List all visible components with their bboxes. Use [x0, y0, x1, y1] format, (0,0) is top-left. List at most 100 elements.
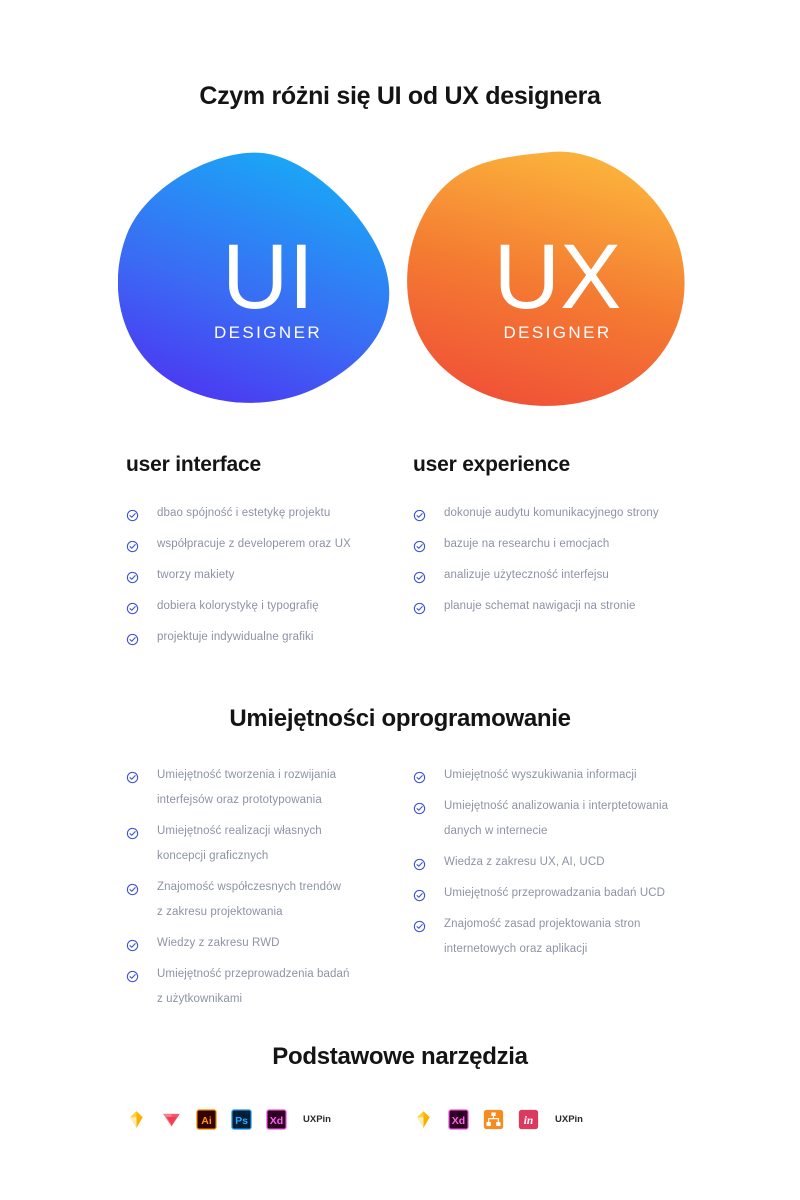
skill-line-2: z zakresu projektowania [157, 906, 283, 918]
skill-line-1: Wiedzy z zakresu RWD [157, 937, 280, 949]
svg-text:Ps: Ps [235, 1115, 248, 1127]
adobe-xd-icon[interactable]: Xd [448, 1109, 469, 1130]
skills-lists: Umiejętność tworzenia i rozwijania inter… [0, 769, 800, 1005]
ui-skills-list: Umiejętność tworzenia i rozwijania inter… [126, 769, 426, 1024]
page-title: Czym różni się UI od UX designera [199, 82, 601, 110]
ux-tools-list: Xd in UXPin [413, 1109, 583, 1130]
check-circle-icon [126, 827, 139, 840]
check-circle-icon [413, 509, 426, 522]
list-item-label: Znajomość współczesnych trendów z zakres… [157, 875, 341, 925]
ui-designer-blob: UI DESIGNER [118, 149, 394, 409]
list-item-label: Wiedza z zakresu UX, AI, UCD [444, 850, 605, 875]
uxpin-wordmark[interactable]: UXPin [303, 1114, 331, 1125]
list-item-label: analizuje użyteczność interfejsu [444, 569, 609, 581]
check-circle-icon [126, 771, 139, 784]
list-item-label: planuje schemat nawigacji na stronie [444, 600, 636, 612]
user-interface-heading: user interface [126, 453, 261, 476]
check-circle-icon [413, 571, 426, 584]
skill-line-2: z użytkownikami [157, 993, 243, 1005]
list-item-label: dobiera kolorystykę i typografię [157, 600, 319, 612]
list-item-label: współpracuje z developerem oraz UX [157, 538, 351, 550]
svg-text:in: in [524, 1115, 533, 1127]
ux-blob-shape [407, 151, 685, 406]
list-item: projektuje indywidualne grafiki [126, 631, 426, 650]
list-item-label: dokonuje audytu komunikacyjnego strony [444, 507, 659, 519]
check-circle-icon [413, 920, 426, 933]
list-item: Umiejętność wyszukiwania informacji [413, 769, 713, 788]
svg-text:Ai: Ai [201, 1115, 212, 1127]
ux-designer-blob: UX DESIGNER [405, 149, 690, 409]
skill-line-2: koncepcji graficznych [157, 850, 269, 862]
list-item-label: dbao spójność i estetykę projektu [157, 507, 331, 519]
infographic-page: Czym różni się UI od UX designera UI DES… [0, 82, 800, 1200]
skills-heading: Umiejętności oprogramowanie [229, 705, 571, 732]
check-circle-icon [126, 509, 139, 522]
list-item: dobiera kolorystykę i typografię [126, 600, 426, 619]
list-item-label: Umiejętność tworzenia i rozwijania inter… [157, 763, 336, 813]
skill-line-1: Umiejętność analizowania i interptetowan… [444, 800, 669, 812]
list-item-label: Umiejętność analizowania i interptetowan… [444, 794, 668, 844]
role-lists: dbao spójność i estetykę projektu współp… [0, 507, 800, 647]
list-item-label: projektuje indywidualne grafiki [157, 631, 314, 643]
skill-line-1: Umiejętność przeprowadzenia badań [157, 968, 350, 980]
sketch-icon[interactable] [126, 1109, 147, 1130]
check-circle-icon [126, 602, 139, 615]
uxpin-wordmark[interactable]: UXPin [555, 1114, 583, 1125]
sketch-icon[interactable] [413, 1109, 434, 1130]
list-item: planuje schemat nawigacji na stronie [413, 600, 713, 619]
check-circle-icon [413, 540, 426, 553]
axure-sitemap-icon[interactable] [483, 1109, 504, 1130]
list-item: dokonuje audytu komunikacyjnego strony [413, 507, 713, 526]
skill-line-1: Umiejętność tworzenia i rozwijania [157, 769, 337, 781]
list-item-label: Znajomość zasad projektowania stron inte… [444, 912, 641, 962]
ux-skills-list: Umiejętność wyszukiwania informacji Umie… [413, 769, 713, 974]
adobe-illustrator-icon[interactable]: Ai [196, 1109, 217, 1130]
list-item: analizuje użyteczność interfejsu [413, 569, 713, 588]
list-item-label: Umiejętność przeprowadzenia badań z użyt… [157, 962, 350, 1012]
check-circle-icon [413, 889, 426, 902]
blob-row: UI DESIGNER UX DESIGNER [0, 149, 800, 409]
skill-line-1: Umiejętność realizacji własnych [157, 825, 322, 837]
skill-line-1: Znajomość współczesnych trendów [157, 881, 341, 893]
list-item: bazuje na researchu i emocjach [413, 538, 713, 557]
column-headings: user interface user experience [0, 453, 800, 483]
list-item-label: Umiejętność przeprowadzania badań UCD [444, 881, 665, 906]
list-item: Znajomość współczesnych trendów z zakres… [126, 881, 426, 925]
list-item: Umiejętność realizacji własnych koncepcj… [126, 825, 426, 869]
skill-line-2: danych w internecie [444, 825, 548, 837]
check-circle-icon [126, 571, 139, 584]
list-item-label: Umiejętność wyszukiwania informacji [444, 763, 637, 788]
list-item: Umiejętność analizowania i interptetowan… [413, 800, 713, 844]
list-item: Umiejętność tworzenia i rozwijania inter… [126, 769, 426, 813]
list-item: tworzy makiety [126, 569, 426, 588]
list-item: Wiedza z zakresu UX, AI, UCD [413, 856, 713, 875]
list-item: dbao spójność i estetykę projektu [126, 507, 426, 526]
user-experience-heading: user experience [413, 453, 570, 476]
list-item-label: Wiedzy z zakresu RWD [157, 931, 280, 956]
skill-line-2: interfejsów oraz prototypowania [157, 794, 322, 806]
list-item: Znajomość zasad projektowania stron inte… [413, 918, 713, 962]
list-item-label: tworzy makiety [157, 569, 235, 581]
skill-line-1: Znajomość zasad projektowania stron [444, 918, 641, 930]
check-circle-icon [413, 771, 426, 784]
marvel-icon[interactable] [161, 1109, 182, 1130]
skill-line-1: Umiejętność przeprowadzania badań UCD [444, 887, 666, 899]
ux-role-list: dokonuje audytu komunikacyjnego strony b… [413, 507, 713, 631]
skill-line-1: Umiejętność wyszukiwania informacji [444, 769, 637, 781]
list-item: Wiedzy z zakresu RWD [126, 937, 426, 956]
adobe-xd-icon[interactable]: Xd [266, 1109, 287, 1130]
check-circle-icon [126, 939, 139, 952]
check-circle-icon [126, 970, 139, 983]
list-item-label: bazuje na researchu i emocjach [444, 538, 610, 550]
skill-line-1: Wiedza z zakresu UX, AI, UCD [444, 856, 605, 868]
invision-icon[interactable]: in [518, 1109, 539, 1130]
tools-heading: Podstawowe narzędzia [272, 1043, 528, 1070]
check-circle-icon [413, 602, 426, 615]
list-item: Umiejętność przeprowadzenia badań z użyt… [126, 968, 426, 1012]
list-item: współpracuje z developerem oraz UX [126, 538, 426, 557]
list-item: Umiejętność przeprowadzania badań UCD [413, 887, 713, 906]
skill-line-2: internetowych oraz aplikacji [444, 943, 588, 955]
ui-role-list: dbao spójność i estetykę projektu współp… [126, 507, 426, 662]
check-circle-icon [126, 633, 139, 646]
adobe-photoshop-icon[interactable]: Ps [231, 1109, 252, 1130]
